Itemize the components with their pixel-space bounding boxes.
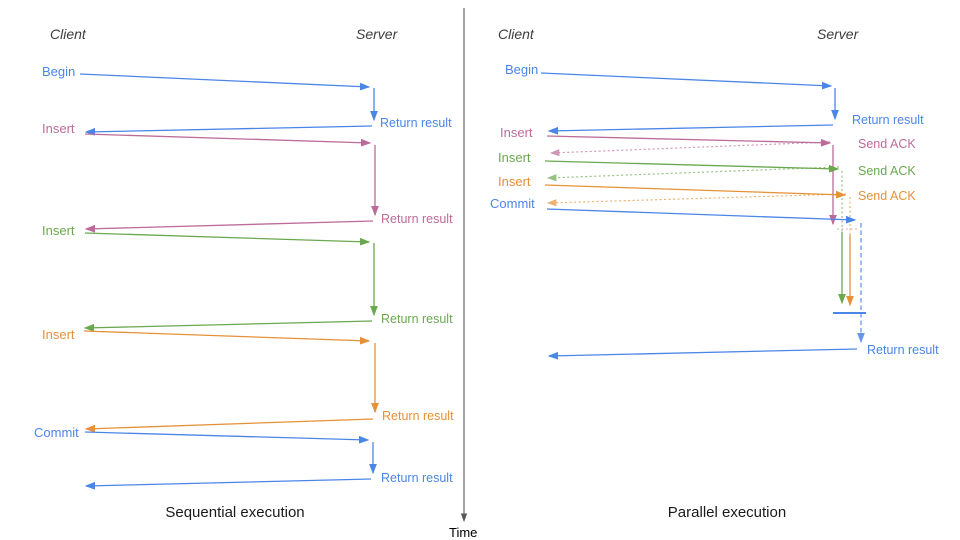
right-insert3-exchange: Insert Send ACK: [498, 174, 916, 307]
left-commit-label: Commit: [34, 425, 79, 440]
right-commit-label: Commit: [490, 196, 535, 211]
right-insert1-label: Insert: [500, 125, 533, 140]
left-client-header: Client: [50, 26, 87, 42]
left-insert2-label: Insert: [42, 223, 75, 238]
right-insert3-ack-label: Send ACK: [858, 189, 916, 203]
left-insert1-exchange: Insert Return result: [42, 121, 453, 233]
right-begin-response-label: Return result: [852, 113, 924, 127]
right-server-header: Server: [817, 26, 860, 42]
left-insert1-response-label: Return result: [381, 212, 453, 226]
left-server-header: Server: [356, 26, 399, 42]
left-panel-caption: Sequential execution: [165, 504, 304, 521]
right-insert3-label: Insert: [498, 174, 531, 189]
left-insert3-exchange: Insert Return result: [42, 327, 454, 433]
right-panel-caption: Parallel execution: [668, 504, 786, 521]
left-insert2-response-label: Return result: [381, 312, 453, 326]
right-insert2-ack-label: Send ACK: [858, 164, 916, 178]
time-axis: Time: [449, 8, 477, 540]
left-commit-exchange: Commit Return result: [34, 425, 453, 490]
left-insert2-exchange: Insert Return result: [42, 223, 453, 332]
right-insert2-label: Insert: [498, 150, 531, 165]
time-axis-label: Time: [449, 525, 477, 540]
right-insert1-ack-label: Send ACK: [858, 137, 916, 151]
left-begin-exchange: Begin Return result: [42, 64, 452, 136]
left-begin-response-label: Return result: [380, 116, 452, 130]
left-insert3-response-label: Return result: [382, 409, 454, 423]
right-insert2-exchange: Insert Send ACK: [498, 150, 916, 305]
right-begin-label: Begin: [505, 62, 538, 77]
left-insert3-label: Insert: [42, 327, 75, 342]
right-commit-response-label: Return result: [867, 343, 939, 357]
right-commit-exchange: Commit Return result: [490, 196, 939, 360]
left-begin-label: Begin: [42, 64, 75, 79]
left-commit-response-label: Return result: [381, 471, 453, 485]
left-insert1-label: Insert: [42, 121, 75, 136]
right-client-header: Client: [498, 26, 535, 42]
right-insert1-exchange: Insert Send ACK: [500, 125, 916, 230]
right-begin-exchange: Begin Return result: [505, 62, 924, 135]
